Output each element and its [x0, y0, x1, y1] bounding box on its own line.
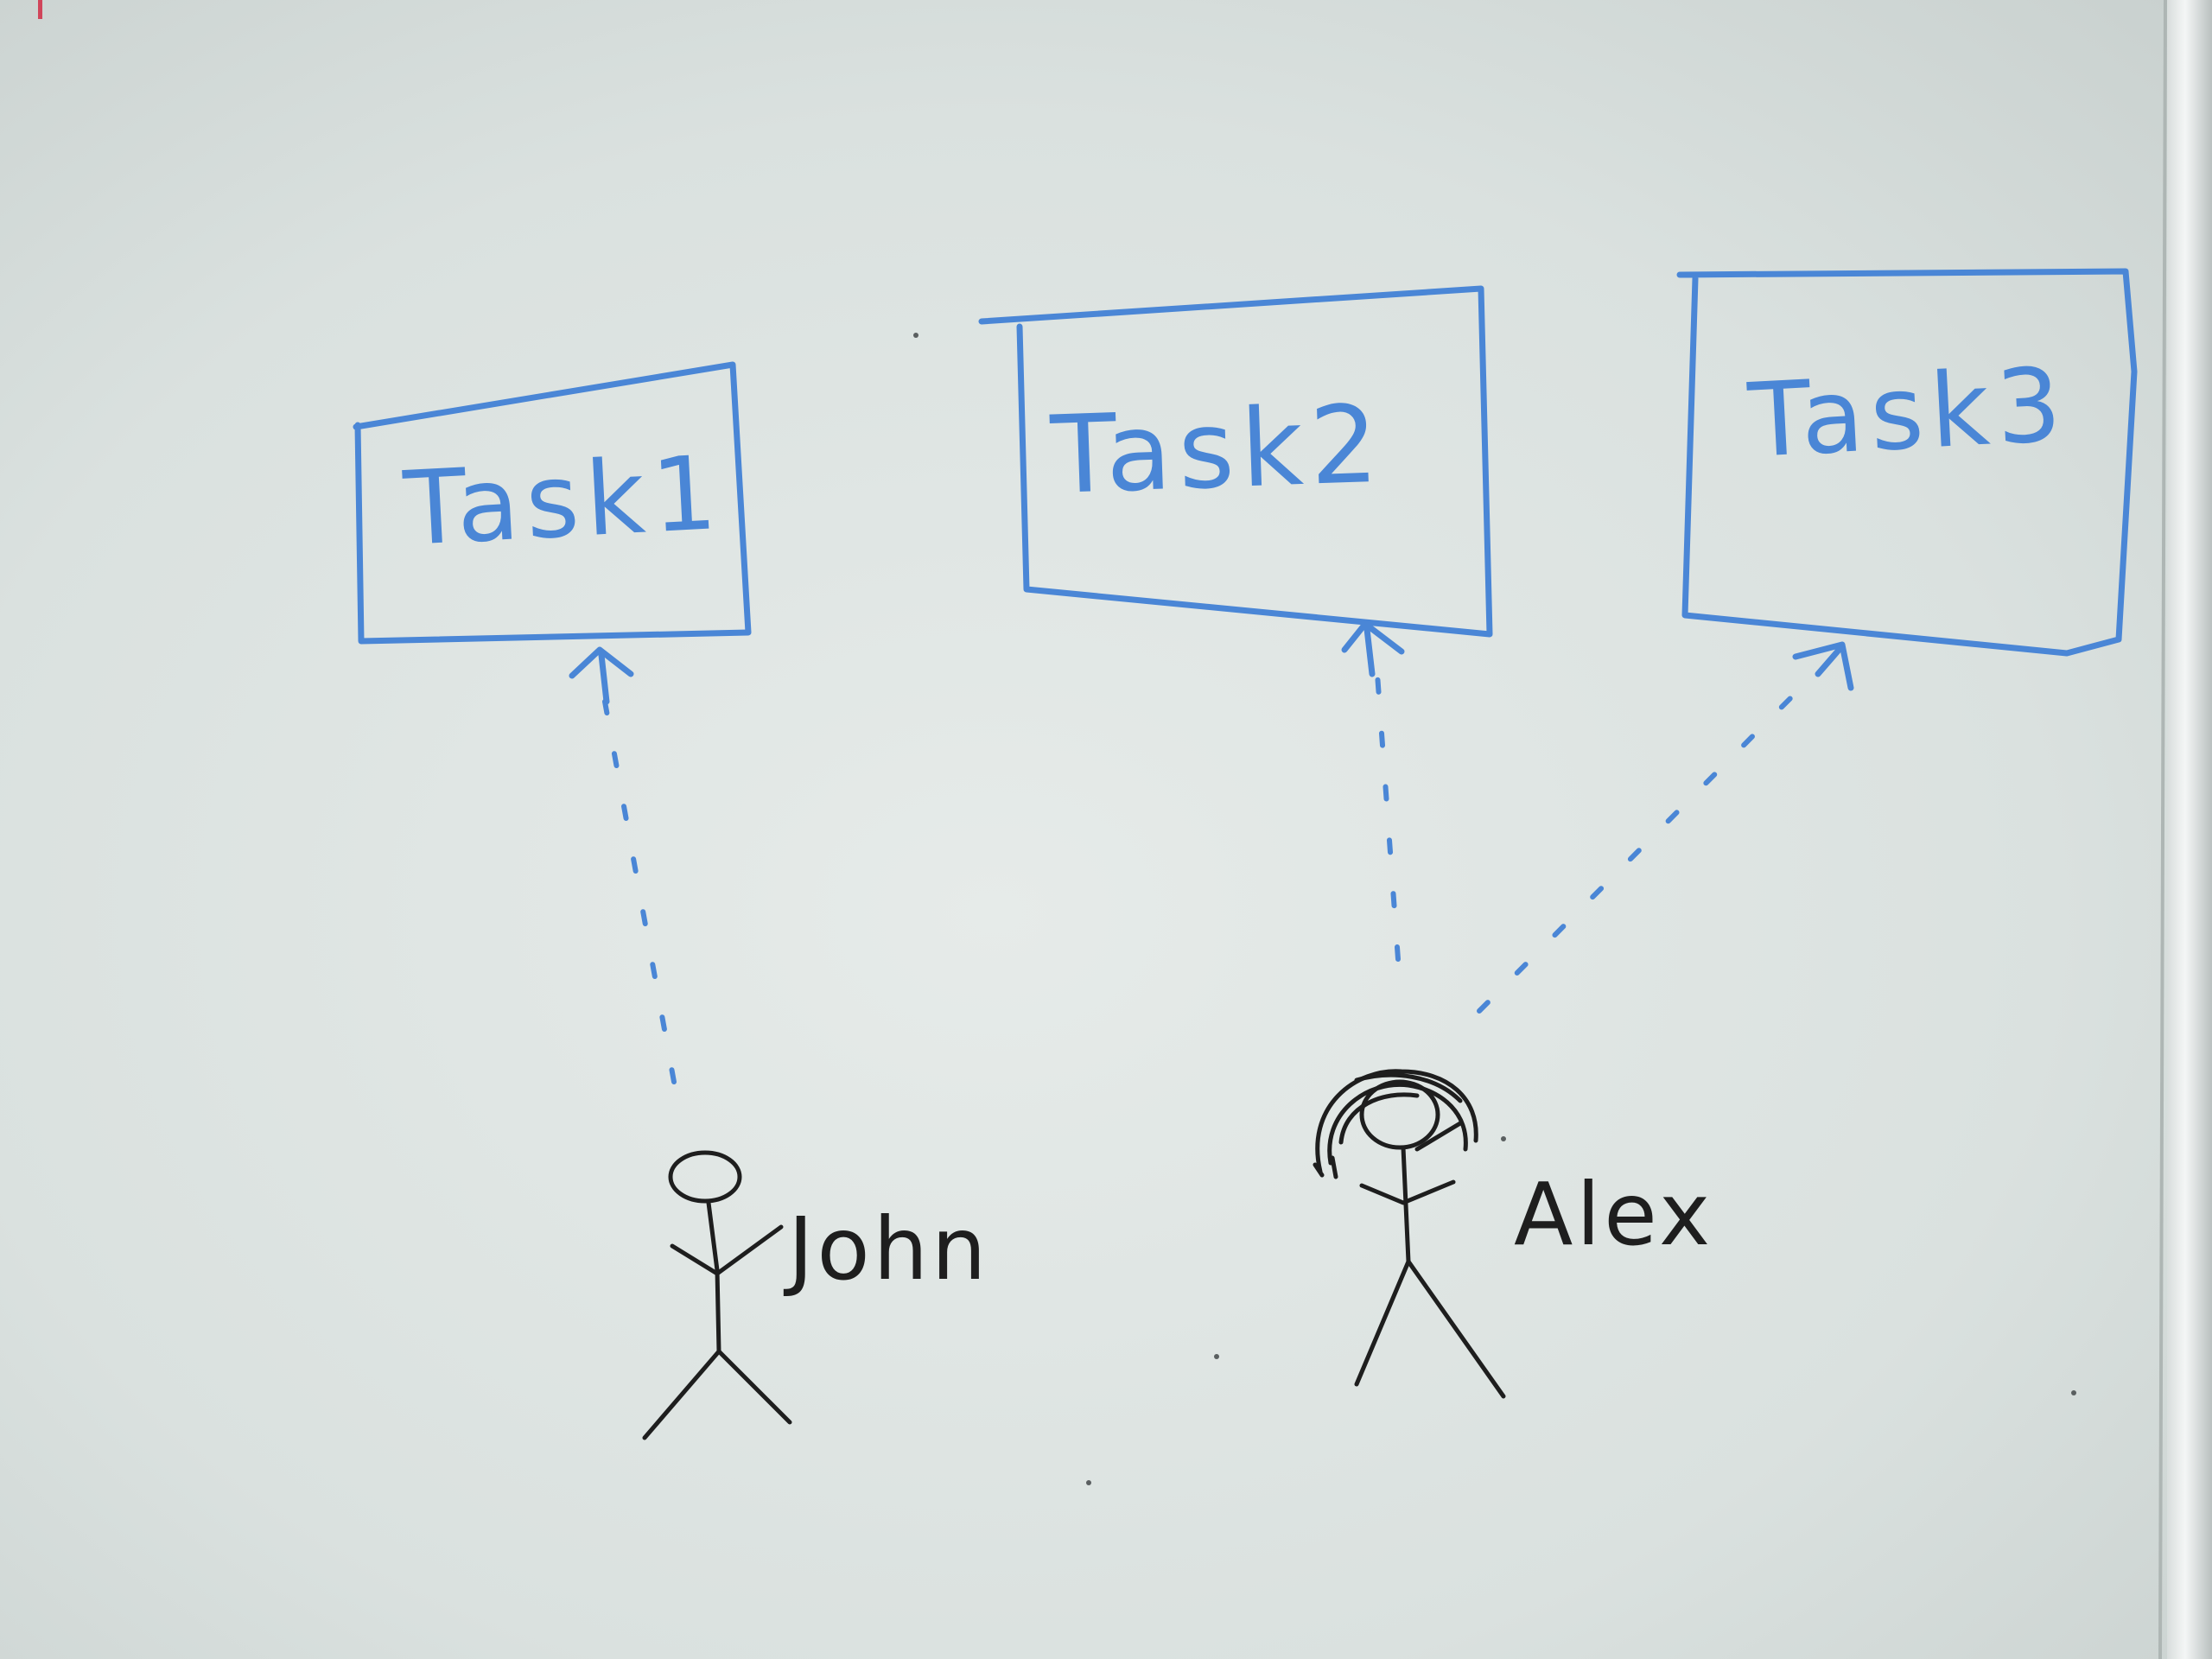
task-box-1: Task1	[353, 361, 752, 645]
red-marker-mark	[38, 0, 42, 19]
alex-head	[1359, 1079, 1440, 1150]
whiteboard-frame	[2167, 0, 2212, 1659]
task-label-1: Task1	[400, 433, 726, 569]
task-label-2: Task2	[1048, 383, 1387, 518]
task-box-2: Task2	[978, 285, 1493, 638]
arrow-alex-to-task3	[1477, 641, 1854, 1014]
task-box-3: Task3	[1676, 268, 2138, 657]
arrow-john-to-task1	[569, 646, 677, 1084]
actor-name-alex: Alex	[1514, 1164, 1713, 1265]
board-specks	[913, 333, 2076, 1485]
actor-name-john: John	[783, 1198, 989, 1300]
john-head	[668, 1150, 742, 1204]
actor-alex-figure: Alex	[1313, 1069, 1713, 1399]
actor-john-figure: John	[642, 1150, 989, 1440]
frame-edge-line	[2158, 0, 2167, 1659]
arrow-alex-to-task2	[1341, 620, 1405, 962]
alex-hair	[1313, 1069, 1478, 1179]
task-label-3: Task3	[1745, 345, 2070, 480]
